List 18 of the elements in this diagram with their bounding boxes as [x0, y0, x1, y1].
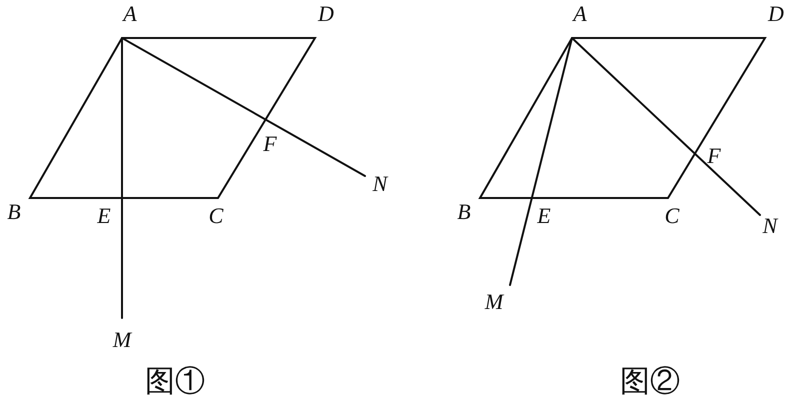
figure-caption: 图② — [620, 367, 680, 397]
point-label: M — [484, 291, 504, 313]
point-label: E — [97, 205, 111, 227]
point-label: M — [112, 329, 132, 351]
point-label: B — [7, 201, 21, 223]
point-label: F — [707, 145, 721, 167]
point-label: C — [664, 205, 680, 227]
figure-caption: 图① — [145, 367, 205, 397]
point-label: D — [768, 3, 784, 25]
point-label: A — [573, 3, 587, 25]
point-label: A — [123, 3, 137, 25]
point-label: F — [263, 133, 277, 155]
point-label: B — [457, 201, 471, 223]
point-label: N — [372, 173, 388, 195]
point-label: D — [318, 3, 334, 25]
point-label: N — [762, 215, 778, 237]
point-label: E — [537, 205, 551, 227]
point-label: C — [208, 205, 224, 227]
